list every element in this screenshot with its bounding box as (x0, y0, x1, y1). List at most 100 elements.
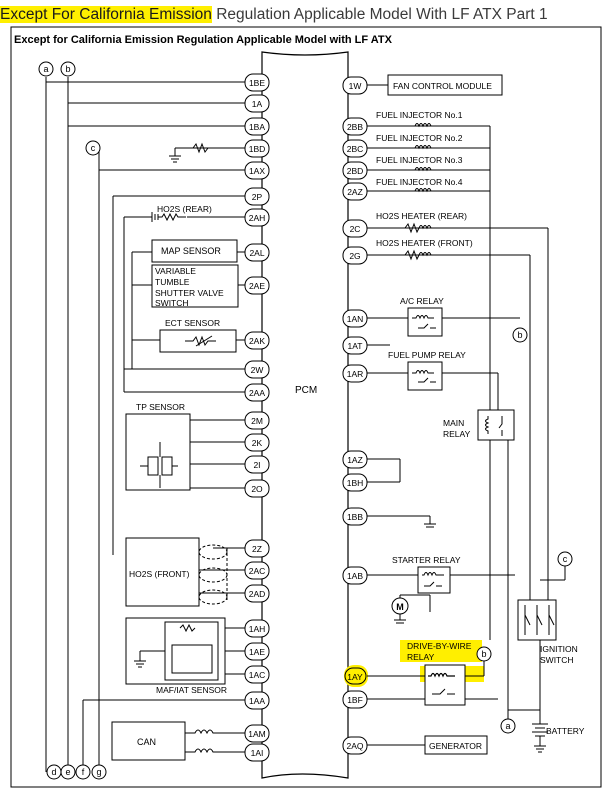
ho2s-front-box (125, 537, 200, 607)
pin-1ba: 1BA (249, 122, 265, 132)
connector-c-left: c (91, 143, 96, 153)
ignition-switch-contacts (524, 605, 555, 635)
pin-2ac: 2AC (249, 566, 266, 576)
main-relay-contact (498, 416, 503, 436)
dbw-relay-box (424, 664, 466, 706)
pin-1ax: 1AX (249, 166, 265, 176)
starter-relay-coil (422, 572, 444, 577)
pin-1bf: 1BF (347, 695, 363, 705)
ho2s-front-shield (198, 544, 228, 605)
pin-1be: 1BE (249, 78, 265, 88)
connector-b-dbw: b (481, 649, 486, 659)
left-terminal-pins (244, 73, 270, 762)
fuel-injector-2-label: FUEL INJECTOR No.2 (376, 133, 463, 143)
vtsv-line-4: SWITCH (155, 298, 189, 308)
right-terminal-pins (342, 76, 368, 755)
connector-b-top: b (65, 64, 70, 74)
pin-1ah: 1AH (249, 624, 266, 634)
right-wires (367, 84, 566, 746)
ac-relay-contact (418, 323, 436, 329)
pin-2z: 2Z (252, 544, 262, 554)
pin-1ae: 1AE (249, 647, 265, 657)
pin-1am: 1AM (248, 729, 265, 739)
pin-2ak: 2AK (249, 336, 265, 346)
main-relay-line-1: MAIN (443, 418, 464, 428)
ho2s-heater-front-label: HO2S HEATER (FRONT) (376, 238, 473, 248)
pin-2bc: 2BC (347, 144, 364, 154)
ignition-switch-line-1: IGNITION (540, 644, 578, 654)
pin-2bd: 2BD (347, 166, 364, 176)
pcm-ground-icon (418, 515, 436, 528)
left-wires (46, 81, 245, 753)
ac-relay-coil (412, 315, 434, 320)
fuel-pump-relay-label: FUEL PUMP RELAY (388, 350, 466, 360)
title-rest: Regulation Applicable Model With LF ATX … (211, 6, 548, 23)
pin-1ab: 1AB (347, 571, 363, 581)
fuel-pump-relay-coil (412, 370, 434, 375)
pin-2o: 2O (251, 484, 263, 494)
vtsv-switch-box (151, 264, 239, 308)
main-relay-coil (485, 416, 490, 434)
dbw-relay-coil (428, 672, 455, 678)
connector-b-ac: b (517, 330, 522, 340)
maf-ground-icon (134, 650, 165, 668)
fuel-injector-1-label: FUEL INJECTOR No.1 (376, 110, 463, 120)
battery-icon (532, 720, 548, 753)
dbw-relay-contact (432, 688, 455, 695)
pcm-label: PCM (295, 385, 317, 396)
map-sensor-box (151, 239, 238, 263)
generator-label: GENERATOR (429, 741, 482, 751)
pin-2m: 2M (251, 416, 263, 426)
pin-2g: 2G (349, 251, 360, 261)
pin-1aa: 1AA (249, 696, 265, 706)
maf-element-box (171, 644, 213, 674)
pin-1an: 1AN (347, 314, 364, 324)
starter-relay-box (417, 566, 451, 594)
starter-ground-icon (394, 614, 406, 624)
pin-2k: 2K (252, 438, 263, 448)
pin-2aa: 2AA (249, 388, 265, 398)
ho2s-rear-sensor (151, 212, 186, 222)
ground-icon (169, 148, 181, 163)
main-relay-line-2: RELAY (443, 429, 471, 439)
thermistor-icon (185, 335, 216, 347)
pin-2p: 2P (252, 192, 263, 202)
battery-label: BATTERY (546, 726, 585, 736)
maf-iat-label: MAF/IAT SENSOR (156, 685, 227, 695)
starter-relay-contact (424, 581, 442, 587)
diagram-frame (10, 26, 602, 788)
can-label: CAN (137, 737, 156, 747)
title-highlight: Except For California Emission (0, 6, 212, 23)
pin-2ad: 2AD (249, 589, 266, 599)
fuel-pump-relay-box (407, 361, 443, 391)
can-choke-low (185, 748, 215, 754)
connector-a-bottom: a (505, 721, 510, 731)
can-choke-high (185, 729, 215, 735)
tp-sensor-label: TP SENSOR (136, 402, 185, 412)
heater-resistor-icons (404, 222, 432, 261)
fuel-injector-3-label: FUEL INJECTOR No.3 (376, 155, 463, 165)
ho2s-front-label: HO2S (FRONT) (129, 569, 190, 579)
ho2s-rear-label: HO2S (REAR) (157, 204, 212, 214)
ac-relay-box (407, 307, 443, 337)
connector-a-top: a (43, 64, 48, 74)
pin-2w: 2W (251, 365, 264, 375)
pin-2bb: 2BB (347, 122, 363, 132)
fan-control-module-box (387, 74, 503, 96)
pin-2i: 2I (253, 460, 260, 470)
can-box (111, 721, 186, 761)
iat-thermistor-icon (179, 623, 196, 633)
pin-2aq: 2AQ (346, 741, 363, 751)
ho2s-heater-rear-label: HO2S HEATER (REAR) (376, 211, 467, 221)
starter-relay-label: STARTER RELAY (392, 555, 461, 565)
pin-1ay: 1AY (347, 672, 363, 682)
injector-coil-icons (414, 123, 432, 193)
resistor-icon (192, 142, 209, 154)
tp-sensor-box (125, 413, 191, 491)
pin-1ac: 1AC (249, 670, 266, 680)
diagram-subtitle: Except for California Emission Regulatio… (14, 34, 393, 46)
dbw-label-highlight (400, 640, 482, 662)
vtsv-line-2: TUMBLE (155, 277, 190, 287)
starter-motor-label: M (396, 602, 404, 612)
